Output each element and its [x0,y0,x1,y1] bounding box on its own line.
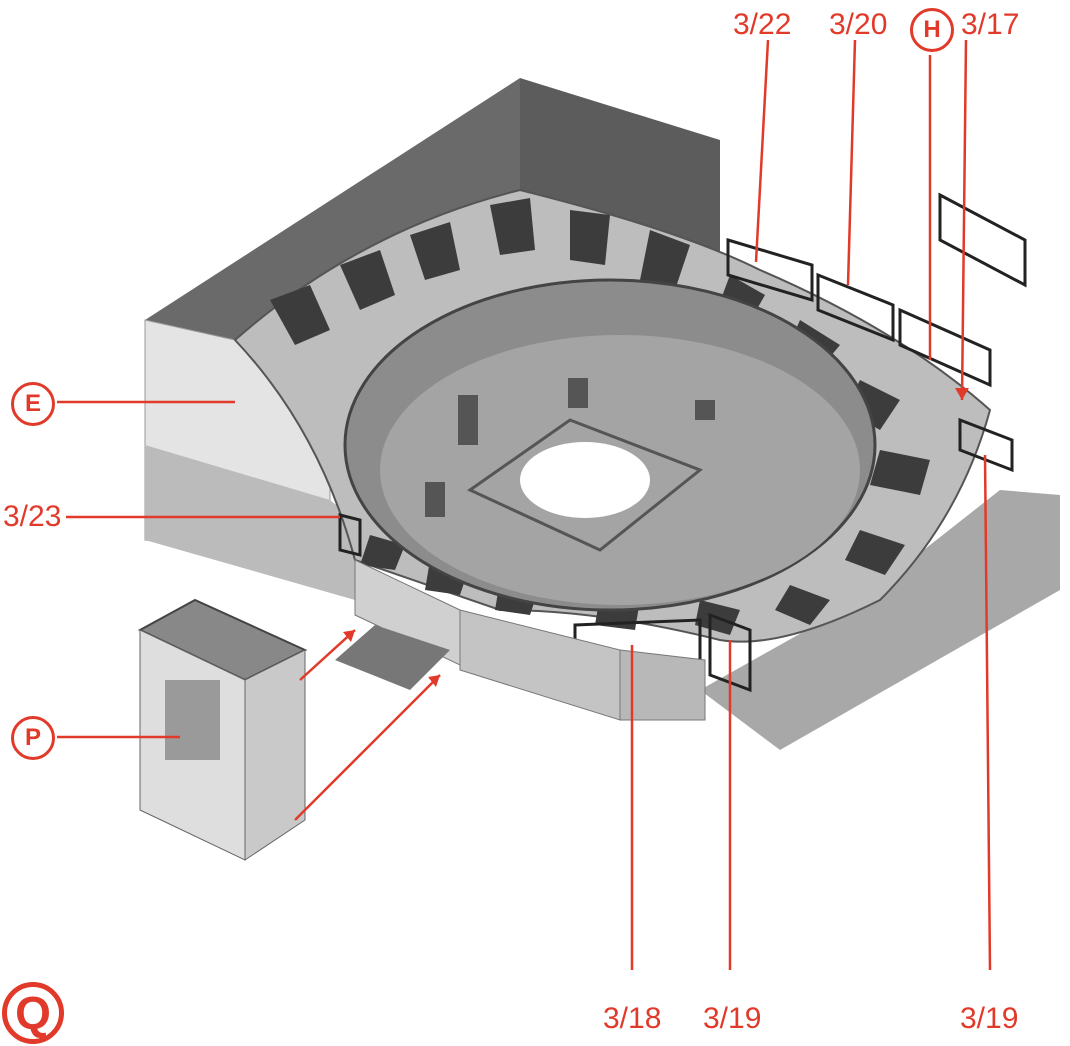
ramp-plate [335,625,450,690]
callout-p: P [11,716,55,760]
apron-floor [700,490,1060,750]
railings [338,192,1027,693]
center-hole [520,442,650,518]
left-base-rubble [145,445,355,600]
posts [425,378,715,517]
front-wall-right [619,649,706,721]
callout-e: E [11,382,55,426]
step-letter: Q [2,982,64,1044]
leader-lines [57,39,992,971]
callout-3-20: 3/20 [829,8,888,41]
callout-3-17: 3/17 [961,8,1020,41]
callout-3-22: 3/22 [733,8,792,41]
center-square [467,418,703,552]
arrowheads [343,388,969,687]
booth-side [244,649,306,861]
front-wall-center [459,609,621,721]
callout-h: H [910,8,954,52]
back-wall-left [145,78,520,340]
callout-3-19-right: 3/19 [960,1002,1019,1035]
callout-3-18: 3/18 [603,1002,662,1035]
callout-3-19: 3/19 [703,1002,762,1035]
booth-window [165,680,220,760]
back-wall-right [520,78,720,260]
callout-3-23: 3/23 [3,500,62,533]
